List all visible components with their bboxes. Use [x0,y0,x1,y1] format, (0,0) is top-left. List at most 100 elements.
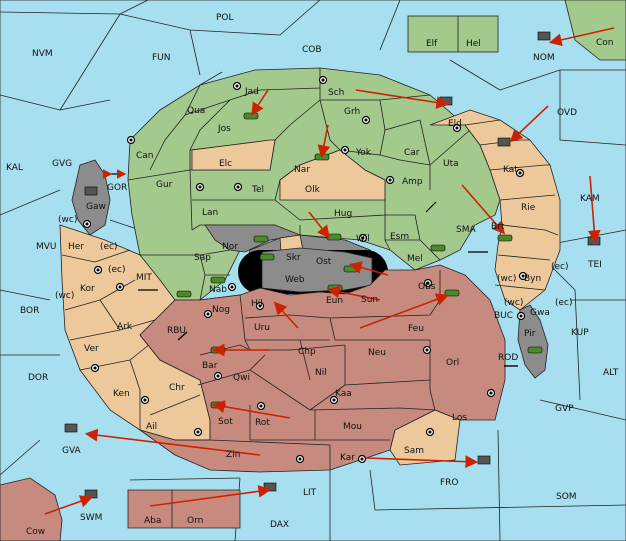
label-Qua: Qua [187,106,205,116]
label-Gaw: Gaw [86,202,106,212]
label-Nab: Nab [209,285,227,295]
label-Bar: Bar [202,361,218,371]
label-ROD: ROD [498,353,518,363]
label-ec2: (ec) [551,262,569,272]
label-Ost: Ost [316,257,332,267]
label-Sun: Sun [361,295,378,305]
label-POL: POL [216,13,234,23]
label-Chr: Chr [169,383,185,393]
label-Olk: Olk [305,185,321,195]
supply-centers [82,75,528,464]
label-TEI: TEI [587,260,602,270]
label-BUC: BUC [494,311,513,321]
label-Mou: Mou [343,422,362,432]
label-KAL: KAL [6,163,23,173]
label-ec1: (ec) [100,242,118,252]
label-Car: Car [404,148,420,158]
label-Jad: Jad [244,87,259,97]
label-MIT: MIT [136,273,152,283]
label-Gur: Gur [156,180,173,190]
label-Aba: Aba [144,516,161,526]
label-Grh: Grh [344,107,360,117]
label-Qwi: Qwi [233,373,250,383]
label-GOR: GOR [107,183,127,193]
label-DOR: DOR [28,373,48,383]
label-OVD: OVD [557,108,577,118]
label-Ver: Ver [84,344,99,354]
label-LIT: LIT [303,488,317,498]
label-Lan: Lan [202,208,218,218]
label-KUP: KUP [571,328,589,338]
label-Sam: Sam [404,446,424,456]
label-Ark: Ark [117,322,133,332]
label-NVM: NVM [32,49,53,59]
label-Amp: Amp [402,177,423,187]
label-Kaa: Kaa [335,389,352,399]
label-Ken: Ken [113,389,130,399]
northern-islands [407,0,626,61]
label-GVP: GVP [555,404,574,414]
label-RBU: RBU [167,326,186,336]
label-Elf: Elf [426,39,438,49]
label-wc4: (wc) [504,298,523,308]
label-Jos: Jos [217,124,231,134]
tan-inner-territories [191,139,386,201]
label-Con: Con [596,38,614,48]
label-Mel: Mel [407,254,423,264]
label-DAX: DAX [270,520,289,530]
region-labels: POL NVM FUN COB Elf Hel NOM Con Jad Sch … [6,13,619,537]
label-Wil: Wil [356,234,370,244]
label-Rot: Rot [255,418,270,428]
label-Ail: Ail [146,422,157,432]
label-Uru: Uru [254,323,270,333]
label-Obs: Obs [418,282,436,292]
label-Nog: Nog [212,305,230,315]
label-Byn: Byn [524,274,541,284]
label-FUN: FUN [152,53,171,63]
label-SWM: SWM [80,513,102,523]
label-Nil: Nil [315,368,327,378]
label-COB: COB [302,45,322,55]
label-SOM: SOM [556,492,577,502]
label-FRO: FRO [440,478,459,488]
label-Feu: Feu [408,324,424,334]
label-ALT: ALT [603,368,619,378]
label-SMA: SMA [456,225,476,235]
label-ec3: (ec) [108,265,126,275]
label-Los: Los [452,413,467,423]
label-MVU: MVU [36,242,57,252]
label-Chp: Chp [298,347,316,357]
label-KAM: KAM [580,194,600,204]
label-GVG: GVG [52,159,72,169]
label-Hil: Hil [251,299,263,309]
label-Tel: Tel [251,185,264,195]
label-Eun: Eun [326,296,343,306]
label-BOR: BOR [20,306,39,316]
label-Nar: Nar [294,165,310,175]
order-arrows [44,27,615,515]
label-Gwa: Gwa [530,308,550,318]
label-Zin: Zin [226,450,240,460]
adjacency-markers [102,169,518,367]
red-territories [0,264,506,541]
label-Nor: Nor [222,242,238,252]
label-wc2: (wc) [497,274,516,284]
label-Brt: Brt [491,222,505,232]
label-Orn: Orn [187,516,203,526]
label-Can: Can [136,151,154,161]
label-Esm: Esm [390,232,409,242]
label-Elc: Elc [219,159,232,169]
label-Sap: Sap [194,253,211,263]
label-Yok: Yok [355,148,372,158]
label-Kar: Kar [340,453,355,463]
label-Cow: Cow [26,527,45,537]
label-Orl: Orl [446,358,459,368]
label-NOM: NOM [533,53,555,63]
label-Skr: Skr [286,253,301,263]
label-wc3: (wc) [55,291,74,301]
label-Hel: Hel [466,39,481,49]
label-Hug: Hug [334,209,352,219]
label-Rie: Rie [521,203,536,213]
label-Pir: Pir [524,329,536,339]
